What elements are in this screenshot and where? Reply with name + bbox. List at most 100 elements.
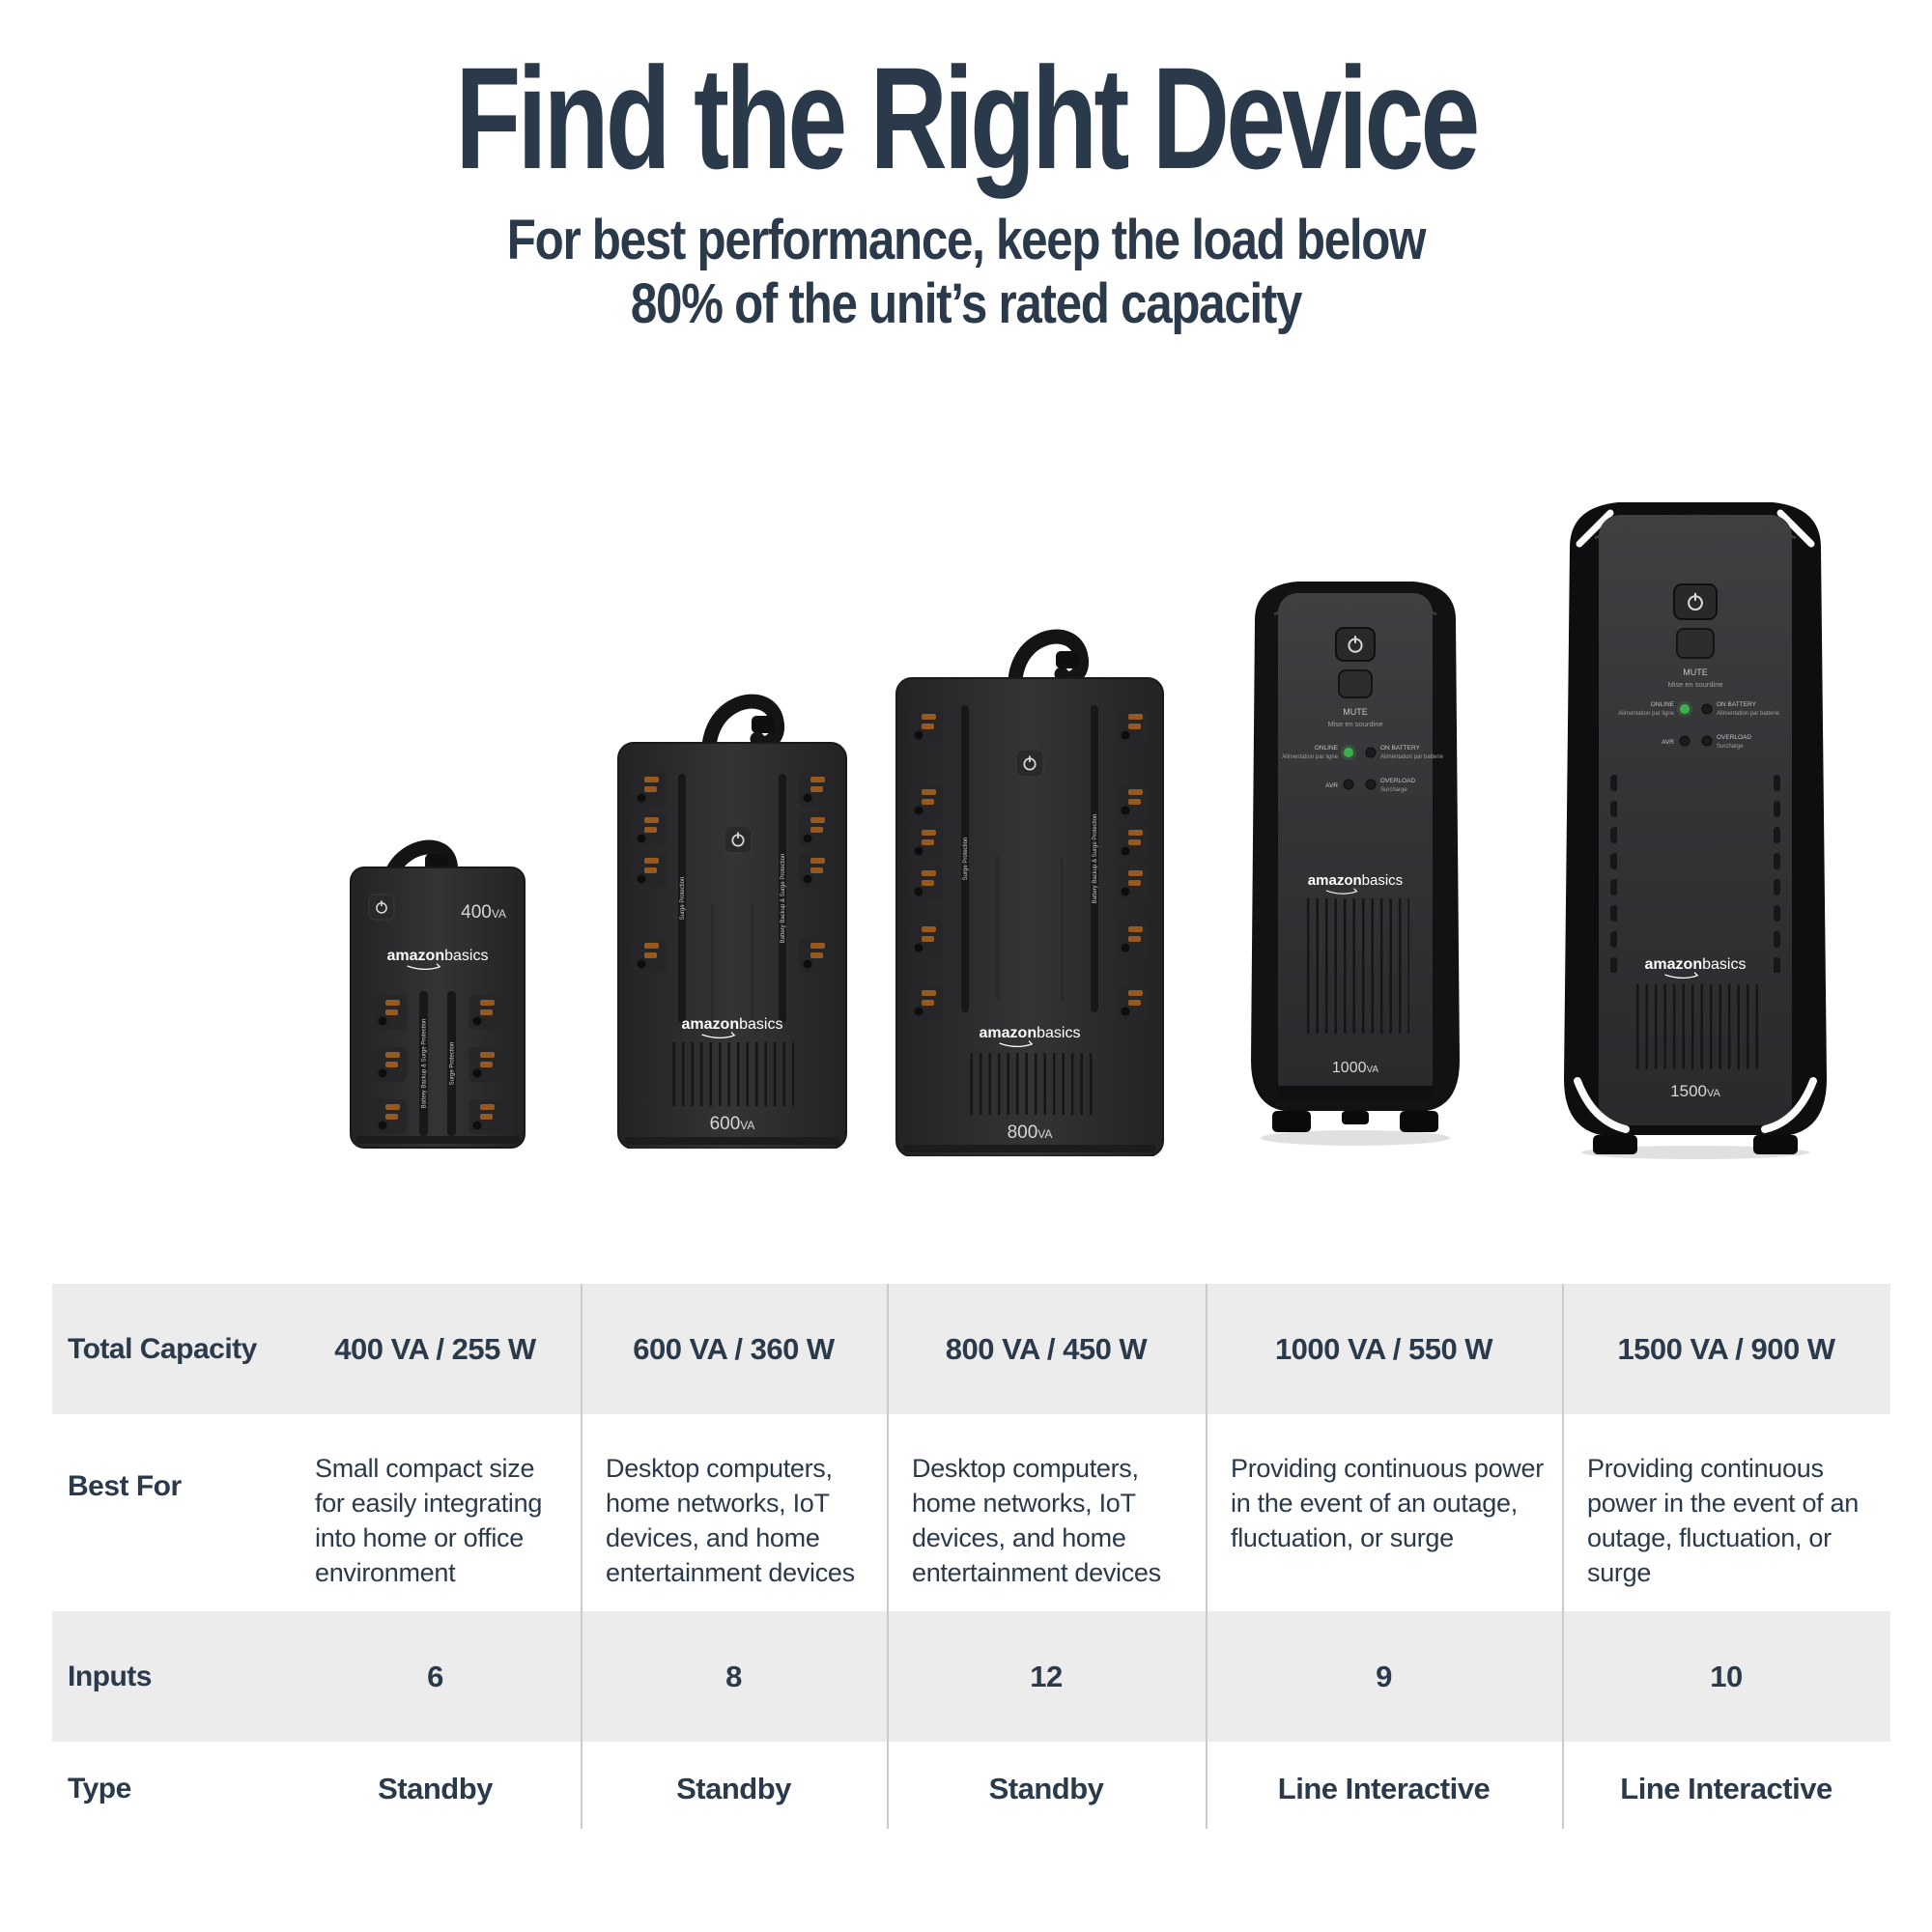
svg-text:ONLINE: ONLINE [1651,701,1675,708]
table-row-total-capacity: Total Capacity 400 VA / 255 W 600 VA / 3… [52,1284,1890,1414]
online-led [1344,748,1353,757]
best-for-600: Desktop computers, home networks, IoT de… [606,1454,855,1587]
brand-logo: amazonbasics [1645,956,1747,980]
device-400va: 400VA amazonbasics Battery Backup & Surg… [350,839,526,1149]
inputs-1500: 10 [1710,1659,1743,1693]
vent-grille [1630,984,1761,1069]
inputs-1000: 9 [1376,1659,1392,1693]
svg-text:amazonbasics: amazonbasics [980,1025,1081,1041]
brand-logo: amazonbasics [980,1025,1081,1048]
front-panel [1599,515,1792,1125]
device-800va: Surge Protection Battery Backup & Surge … [895,629,1164,1156]
type-800: Standby [988,1771,1104,1805]
vent-grille [670,1042,794,1106]
led-indicators: ONLINE Alimentation par ligne ON BATTERY… [1618,701,1780,750]
power-button [1673,583,1718,620]
type-1500: Line Interactive [1620,1771,1833,1805]
battery-strip [419,991,428,1136]
svg-text:Alimentation par ligne: Alimentation par ligne [1618,711,1674,717]
svg-text:Alimentation par batterie: Alimentation par batterie [1717,711,1780,717]
brand-logo: amazonbasics [1308,872,1403,895]
mute-label: MUTE [1343,707,1368,717]
strip-label-left: Battery Backup & Surge Protection [422,1019,428,1109]
on-battery-led [1365,747,1377,758]
vent-grille [965,1053,1094,1115]
top-left-highlight [1576,509,1614,548]
led-indicators: ONLINE Alimentation par ligne ON BATTERY… [1282,745,1444,793]
page-title: Find the Right Device [455,37,1480,199]
power-button [1335,627,1376,662]
power-button [368,894,395,921]
svg-text:amazonbasics: amazonbasics [1645,956,1747,973]
device-600va: Surge Protection Battery Backup & Surge … [617,694,847,1149]
strip-label-right: Battery Backup & Surge Protection [781,854,786,944]
bottom-right-highlight [1761,1077,1817,1133]
capacity-1000: 1000 VA / 550 W [1274,1331,1493,1366]
type-1000: Line Interactive [1277,1771,1491,1805]
strip-label-right: Battery Backup & Surge Protection [1093,814,1098,904]
type-600: Standby [676,1771,791,1805]
column-divider [887,1284,889,1829]
best-for-1500: Providing continuous power in the event … [1587,1454,1859,1587]
vent-grille [1301,898,1409,1034]
device-1000va: MUTE Mise en sourdine ONLINE Alimentatio… [1251,582,1460,1146]
mute-label: MUTE [1683,668,1708,677]
brand-logo: amazonbasics [387,948,489,971]
battery-strip [1091,705,1098,1012]
svg-text:amazonbasics: amazonbasics [1308,872,1403,889]
svg-text:ONLINE: ONLINE [1315,745,1339,752]
best-for-800: Desktop computers, home networks, IoT de… [912,1454,1161,1587]
capacity-800: 800 VA / 450 W [945,1331,1148,1366]
capacity-400: 400 VA / 255 W [334,1331,536,1366]
svg-text:ON BATTERY: ON BATTERY [1717,701,1757,708]
svg-text:Alimentation par batterie: Alimentation par batterie [1380,754,1444,760]
capacity-label: 1000VA [1332,1060,1379,1076]
capacity-label: 400VA [461,902,506,923]
mute-sublabel: Mise en sourdine [1327,720,1382,728]
best-for-400: Small compact size for easily integratin… [315,1454,543,1587]
surge-strip [447,991,456,1136]
on-battery-led [1701,703,1713,715]
page-subtitle: For best performance, keep the load belo… [145,209,1787,336]
inputs-800: 12 [1030,1659,1063,1693]
mute-button [1676,628,1715,659]
best-for-1000: Providing continuous power in the event … [1231,1454,1544,1552]
strip-label-left: Surge Protection [963,838,969,881]
svg-text:Alimentation par ligne: Alimentation par ligne [1282,754,1338,760]
inputs-400: 6 [427,1659,443,1693]
surge-strip [678,774,686,1023]
strip-label-left: Surge Protection [680,877,686,921]
row-label-inputs: Inputs [68,1660,153,1692]
svg-text:Surcharge: Surcharge [1380,787,1407,793]
capacity-600: 600 VA / 360 W [633,1331,835,1366]
avr-led [1679,735,1690,747]
capacity-label: 600VA [710,1114,755,1134]
avr-led [1343,779,1354,790]
overload-led [1365,779,1377,790]
row-label-best-for: Best For [68,1470,182,1502]
type-400: Standby [378,1771,493,1805]
table-row-type: Type Standby Standby Standby Line Intera… [52,1742,1890,1835]
subtitle-line-2: 80% of the unit’s rated capacity [630,272,1303,335]
svg-text:AVR: AVR [1662,739,1674,746]
online-led [1680,704,1690,714]
capacity-label: 1500VA [1670,1082,1720,1100]
subtitle-line-1: For best performance, keep the load belo… [506,209,1427,271]
svg-text:Surcharge: Surcharge [1717,744,1744,750]
svg-text:OVERLOAD: OVERLOAD [1380,778,1415,784]
power-button [1015,749,1044,778]
svg-text:OVERLOAD: OVERLOAD [1717,734,1751,741]
product-lineup: 400VA amazonbasics Battery Backup & Surg… [0,357,1932,1246]
battery-strip [779,774,786,1023]
surge-strip [961,705,969,1012]
side-vent-left [1610,770,1617,973]
top-right-highlight [1776,509,1815,548]
bottom-left-highlight [1574,1077,1630,1133]
strip-label-right: Surge Protection [450,1042,456,1086]
svg-text:amazonbasics: amazonbasics [682,1016,783,1033]
svg-text:AVR: AVR [1325,782,1338,789]
table-row-best-for: Best For Small compact size for easily i… [52,1414,1890,1611]
svg-text:amazonbasics: amazonbasics [387,948,489,964]
svg-text:ON BATTERY: ON BATTERY [1380,745,1421,752]
